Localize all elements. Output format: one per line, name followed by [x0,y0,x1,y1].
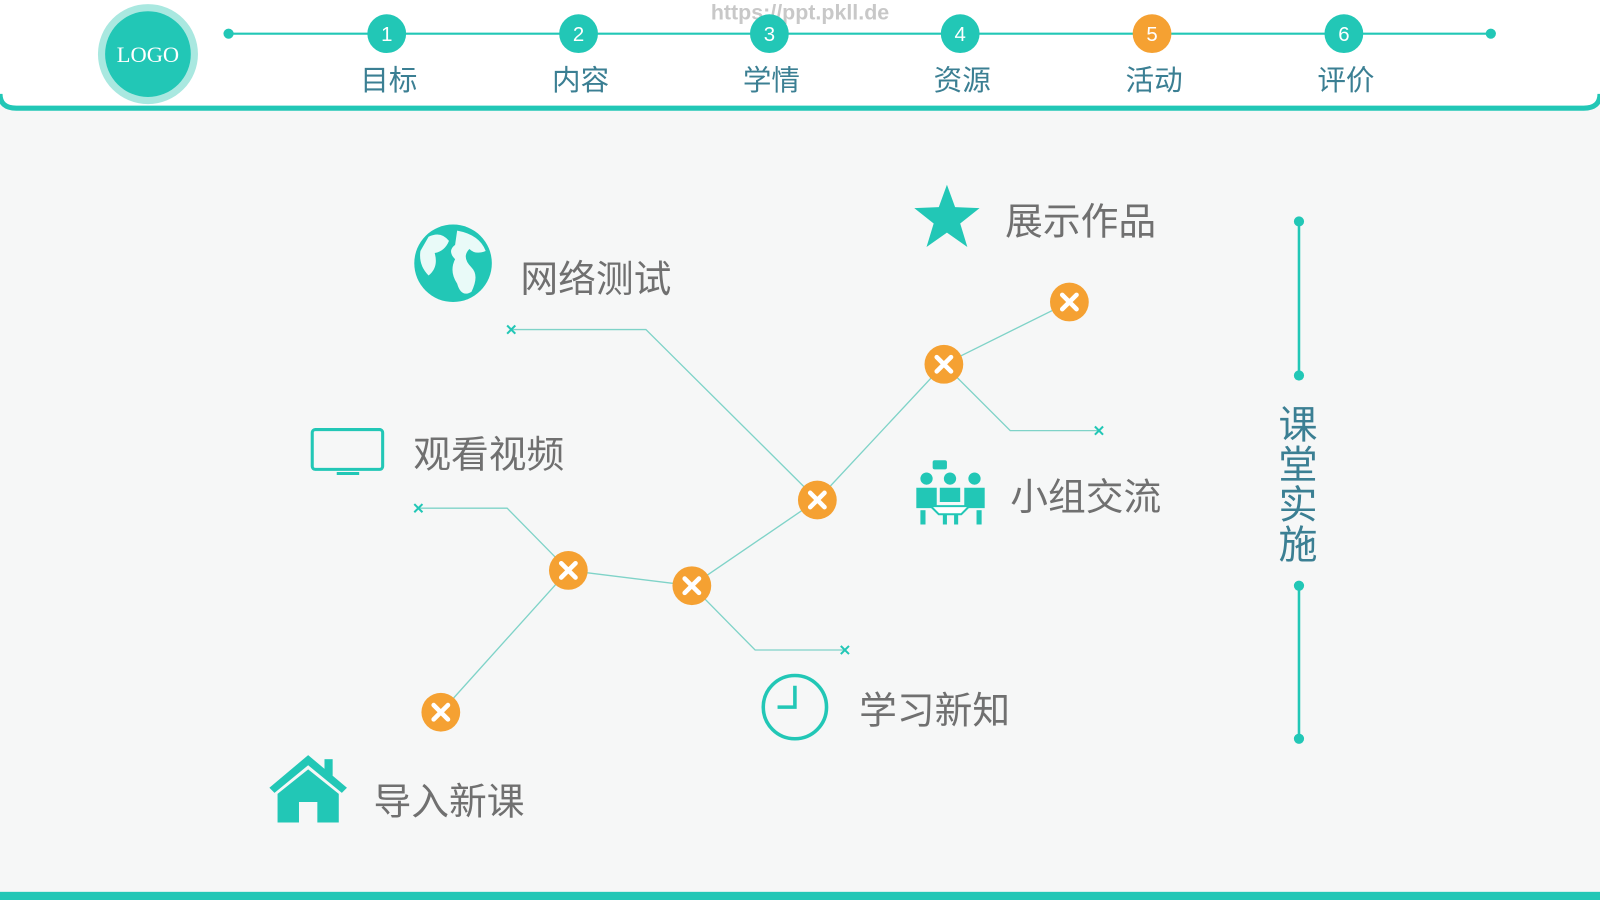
connector [816,363,945,501]
connector [691,499,818,587]
activity-label-group: 小组交流 [1010,475,1161,519]
logo[interactable]: LOGO [97,4,198,105]
nav-step-number: 4 [955,24,966,46]
footer-bar [0,891,1600,900]
nav-step-label: 资源 [934,63,991,97]
clock-icon [761,673,829,741]
close-icon [682,576,702,596]
nav-step-6[interactable]: 6 评价 [1317,14,1374,97]
activity-node [924,344,964,384]
nav-step-label: 活动 [1126,63,1183,97]
endpoint-x-icon [1094,425,1104,436]
nav-step-circle [1324,14,1364,54]
nav-line-end-dot [1485,28,1496,39]
nav-step-number: 5 [1146,24,1157,46]
nav-step-circle [367,14,407,54]
nav-step-4[interactable]: 4 资源 [934,14,991,97]
activity-node [548,551,588,590]
nav-step-label: 目标 [360,63,417,97]
activity-network [413,282,1104,732]
close-icon [934,354,954,374]
activity-label-test: 网络测试 [520,257,671,301]
nav-step-circle [750,14,789,54]
activity-label-showcase: 展示作品 [1005,200,1156,244]
connector [943,301,1070,365]
endpoint-x-icon [840,645,850,655]
header-border [0,93,1600,111]
connector [691,585,845,651]
nav-step-circle [940,14,980,54]
activity-node [421,692,461,732]
nav-step-number: 6 [1338,24,1349,46]
activity-node [1050,282,1089,322]
group-meeting-icon [916,460,985,525]
nav-step-number: 3 [764,24,775,46]
endpoint-x-icon [506,324,517,335]
nav-step-5[interactable]: 5 活动 [1126,14,1183,97]
close-icon [1059,292,1079,312]
connector [440,569,569,713]
connector [568,569,692,587]
watermark: https://ppt.pkll.de [711,0,889,24]
connector [943,363,1099,432]
house-icon [269,755,347,823]
nav-step-1[interactable]: 1 目标 [360,14,417,97]
nav-step-number: 1 [381,24,392,46]
activity-node [672,566,712,606]
connector [511,328,818,501]
close-icon [431,702,451,722]
section-title: 课堂实施 [1272,404,1317,564]
nav-step-2[interactable]: 2 内容 [552,14,609,97]
nav-step-number: 2 [573,24,584,46]
activity-label-learn: 学习新知 [859,688,1010,732]
nav-step-label: 内容 [552,63,609,97]
nav-step-label: 评价 [1317,63,1374,97]
star-icon [914,184,980,247]
nav-step-3[interactable]: 3 学情 [743,14,800,97]
logo-text: LOGO [117,42,179,67]
close-icon [558,560,578,580]
nav-step-circle [1132,14,1172,54]
activity-node [797,480,837,520]
monitor-icon [310,428,385,475]
close-icon [807,490,827,510]
progress-nav: https://ppt.pkll.de 1 目标 2 内容 3 学情 4 资源 5 活动 6 评价 [223,0,1496,97]
connector [418,507,569,571]
globe-icon [414,224,492,303]
activity-label-video: 观看视频 [413,432,564,476]
activity-label-intro: 导入新课 [373,779,524,823]
nav-line-start-dot [223,28,234,39]
nav-step-circle [559,14,598,54]
section-title-group [1293,216,1305,744]
endpoint-x-icon [413,503,424,513]
nav-step-label: 学情 [743,63,800,97]
